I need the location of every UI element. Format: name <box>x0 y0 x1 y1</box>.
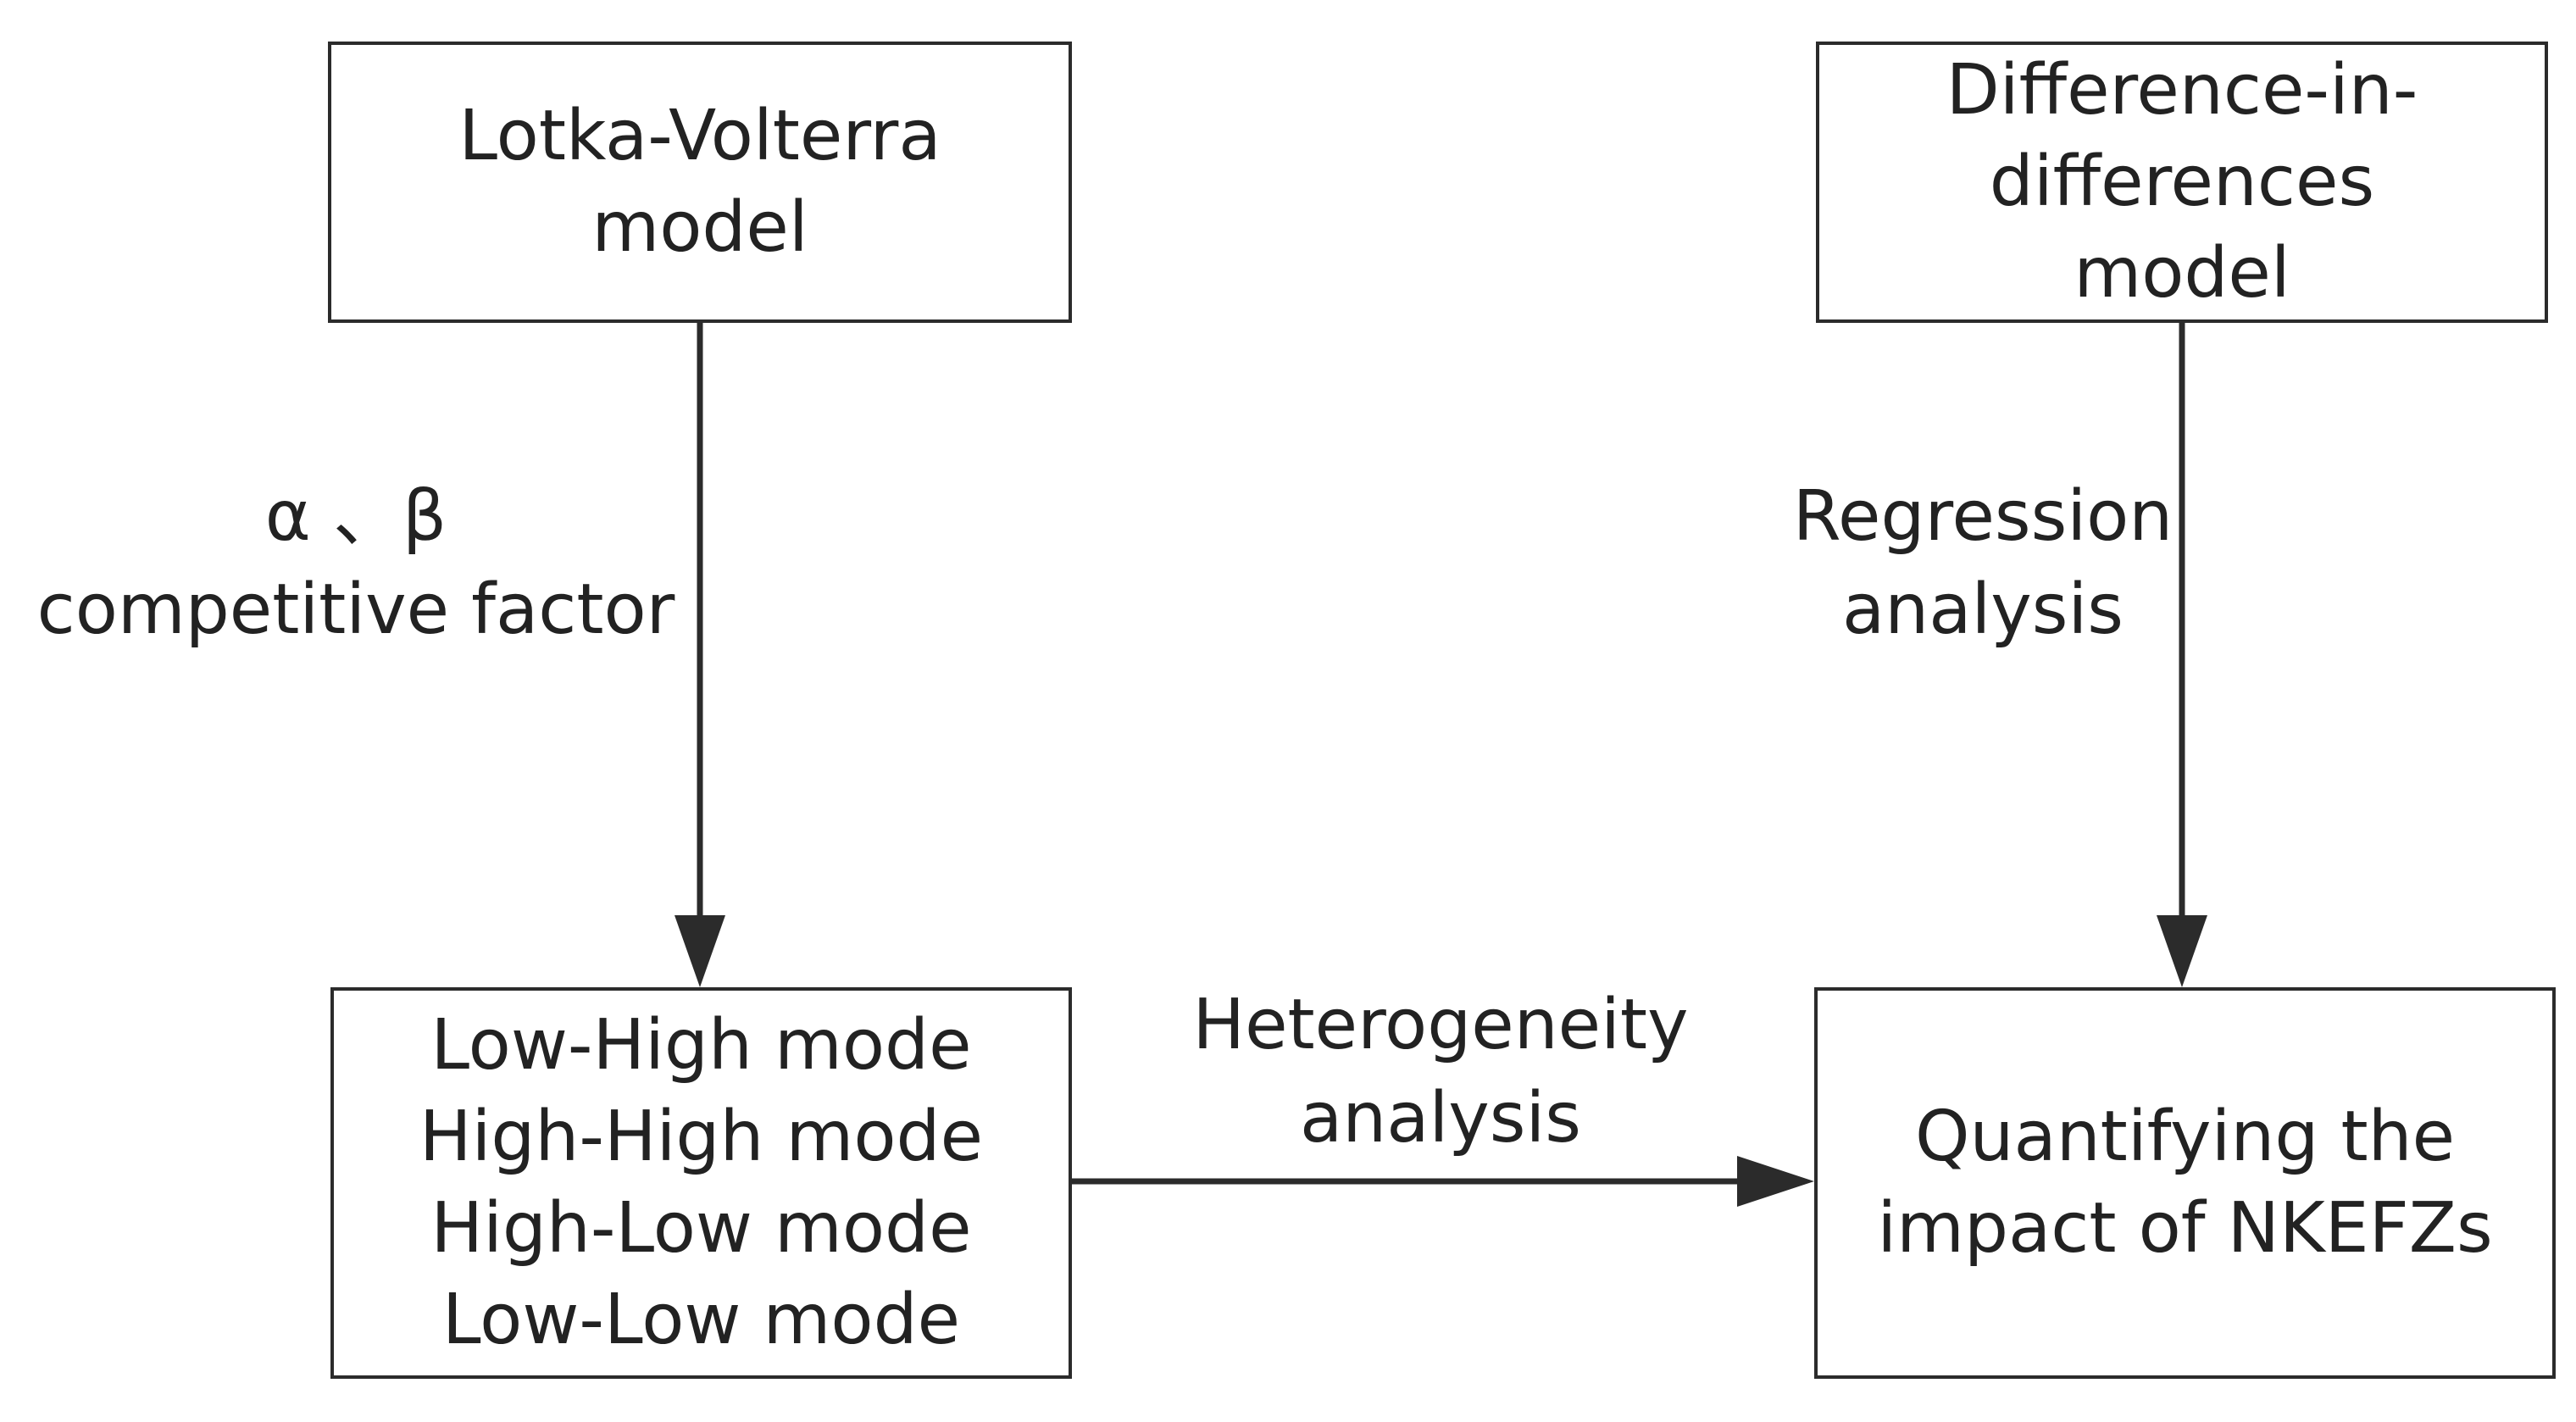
competitive-factor-label: α 、β competitive factor <box>36 476 675 650</box>
lotka-volterra-box: Lotka-Volterra model <box>328 42 1072 323</box>
modes-box: Low-High mode High-High mode High-Low mo… <box>330 987 1072 1379</box>
lotka-volterra-text: Lotka-Volterra model <box>458 96 941 268</box>
did-model-text: Difference-in- differences model <box>1946 50 2418 314</box>
arrowhead-modes-to-quant <box>1737 1156 1814 1207</box>
quantifying-text: Quantifying the impact of NKEFZs <box>1877 1097 2493 1269</box>
arrowhead-did-to-quant <box>2157 915 2207 987</box>
arrowhead-lv-to-modes <box>675 915 725 987</box>
quantifying-box: Quantifying the impact of NKEFZs <box>1814 987 2556 1379</box>
did-model-box: Difference-in- differences model <box>1816 42 2548 323</box>
regression-analysis-label: Regression analysis <box>1792 476 2174 650</box>
modes-text: Low-High mode High-High mode High-Low mo… <box>419 1005 984 1360</box>
heterogeneity-analysis-label: Heterogeneity analysis <box>1192 985 1689 1158</box>
